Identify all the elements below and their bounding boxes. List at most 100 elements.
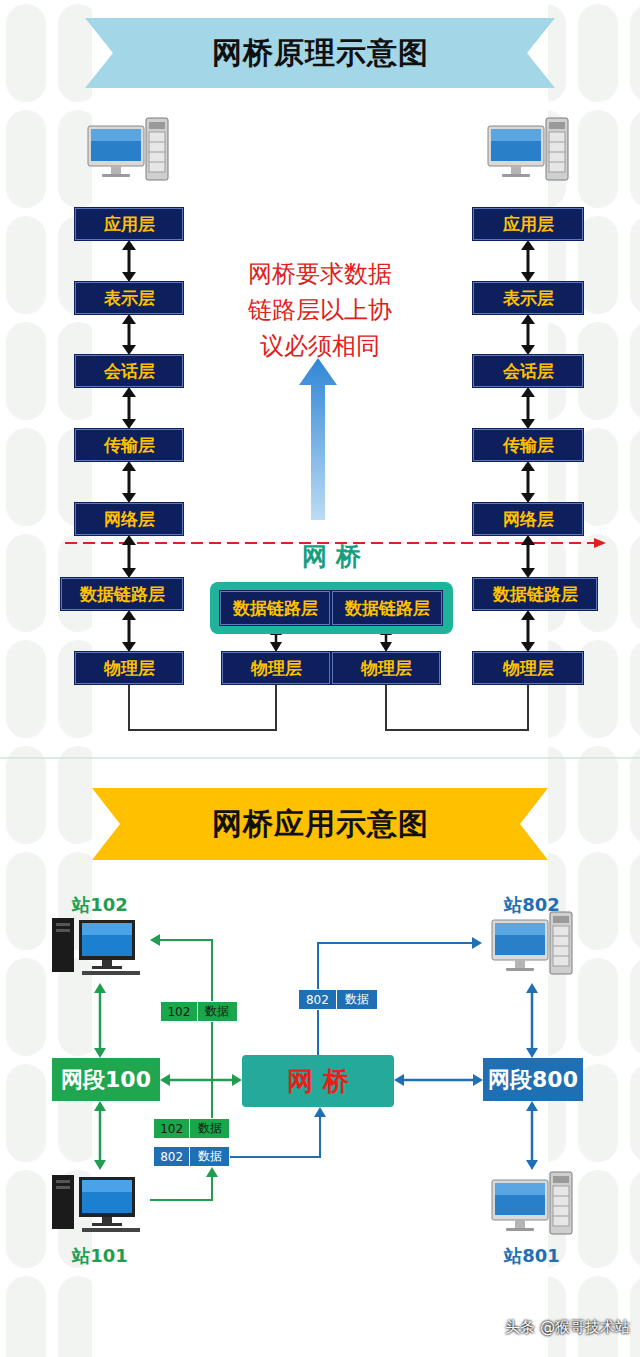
- node-text: 数据: [198, 1002, 237, 1021]
- arrow-head: [473, 1074, 483, 1086]
- banner-fill: [85, 18, 555, 88]
- node-text: 物理层: [104, 657, 155, 680]
- title-banner: 网桥原理示意图: [85, 18, 555, 88]
- arrow-head: [314, 1107, 326, 1117]
- connector-line: [527, 322, 530, 347]
- layer-box: 网络层: [473, 503, 583, 535]
- node-text: 网桥原理示意图: [212, 33, 429, 74]
- connector: [521, 535, 535, 578]
- arrow-head: [394, 1074, 404, 1086]
- node-text: 物理层: [361, 657, 412, 680]
- bridge-box: 网 桥数据链路层数据链路层: [210, 582, 453, 634]
- node-text: 数据链路层: [80, 583, 165, 606]
- connector: [526, 983, 538, 1058]
- node-text: 数据链路层: [233, 597, 318, 620]
- node-text: 数据: [337, 990, 377, 1009]
- banner-fill: [92, 788, 548, 860]
- connector: [394, 1074, 483, 1086]
- node-text: 物理层: [503, 657, 554, 680]
- layer-box: 网络层: [75, 503, 183, 535]
- node-text: 表示层: [503, 287, 554, 310]
- connector-line: [128, 543, 131, 570]
- arrow-head: [521, 240, 535, 250]
- node-text: 102: [154, 1119, 190, 1138]
- arrow-head: [521, 535, 535, 545]
- arrow-head: [94, 1160, 106, 1170]
- arrow-head: [94, 1101, 106, 1111]
- connector: [521, 387, 535, 429]
- arrow-head: [521, 314, 535, 324]
- node-text: 表示层: [104, 287, 155, 310]
- arrow-head: [122, 387, 136, 397]
- layer-box: 会话层: [473, 355, 583, 387]
- watermark: 头条 @猴哥技术站: [455, 1318, 630, 1337]
- layer-box: 数据链路层: [61, 578, 183, 610]
- arrow-head: [521, 568, 535, 578]
- layer-box: 表示层: [75, 282, 183, 314]
- connector-line: [386, 684, 528, 730]
- layer-box: 数据链路层: [473, 578, 597, 610]
- connector: [122, 461, 136, 503]
- bridge-box: 网 桥: [242, 1055, 394, 1107]
- connector-line: [527, 469, 530, 495]
- node-text: 传输层: [104, 434, 155, 457]
- connector: [521, 240, 535, 282]
- connector: [521, 461, 535, 503]
- connector-line: [527, 543, 530, 570]
- node-text: 网 桥: [287, 1064, 348, 1099]
- arrow-head: [94, 983, 106, 993]
- connector: [122, 240, 136, 282]
- frame-packet: 102数据: [153, 1118, 230, 1139]
- connector: [94, 1101, 106, 1170]
- connector-line: [527, 618, 530, 644]
- layer-box: 应用层: [75, 208, 183, 240]
- node-text: 网段100: [61, 1065, 151, 1095]
- station: 站101: [50, 1170, 150, 1268]
- connector-line: [99, 1109, 102, 1162]
- connector-line: [128, 322, 131, 347]
- segment-box: 网段800: [483, 1058, 583, 1101]
- arrow-head: [122, 610, 136, 620]
- connector-line: [527, 248, 530, 274]
- node-text: 数据: [190, 1147, 229, 1166]
- arrow-head: [122, 568, 136, 578]
- connector-line: [531, 991, 534, 1050]
- arrow-head: [122, 345, 136, 355]
- arrow-head: [122, 314, 136, 324]
- connector: [521, 610, 535, 652]
- connector-line: [150, 1175, 212, 1200]
- connector: [122, 610, 136, 652]
- connector-line: [99, 991, 102, 1050]
- node-text: 应用层: [503, 213, 554, 236]
- arrow-head: [526, 983, 538, 993]
- node-text: 会话层: [104, 360, 155, 383]
- node-text: 应用层: [104, 213, 155, 236]
- connector-line: [531, 1109, 534, 1162]
- arrow-head: [521, 387, 535, 397]
- node-text: 802: [154, 1147, 190, 1166]
- node-text: 网段800: [488, 1065, 578, 1095]
- layer-box: 传输层: [75, 429, 183, 461]
- arrow-head: [521, 610, 535, 620]
- frame-packet: 802数据: [298, 989, 378, 1010]
- frame-packet: 802数据: [153, 1146, 230, 1167]
- connector-line: [128, 618, 131, 644]
- arrow-head: [270, 642, 282, 652]
- title-banner: 网桥应用示意图: [92, 788, 548, 860]
- arrow-head: [526, 1048, 538, 1058]
- segment-box: 网段100: [52, 1058, 160, 1101]
- connector: [122, 535, 136, 578]
- station: 站102: [50, 893, 150, 983]
- layer-box: 会话层: [75, 355, 183, 387]
- node-text: 传输层: [503, 434, 554, 457]
- arrow-head: [526, 1160, 538, 1170]
- station-label: 站101: [72, 1244, 128, 1268]
- node-text: 102: [161, 1002, 198, 1021]
- node-text: 会话层: [503, 360, 554, 383]
- connector-line: [129, 684, 276, 730]
- arrow-head: [521, 461, 535, 471]
- arrow-head: [150, 934, 160, 946]
- arrow-head: [122, 642, 136, 652]
- connector: [122, 387, 136, 429]
- arrow-head: [472, 937, 482, 949]
